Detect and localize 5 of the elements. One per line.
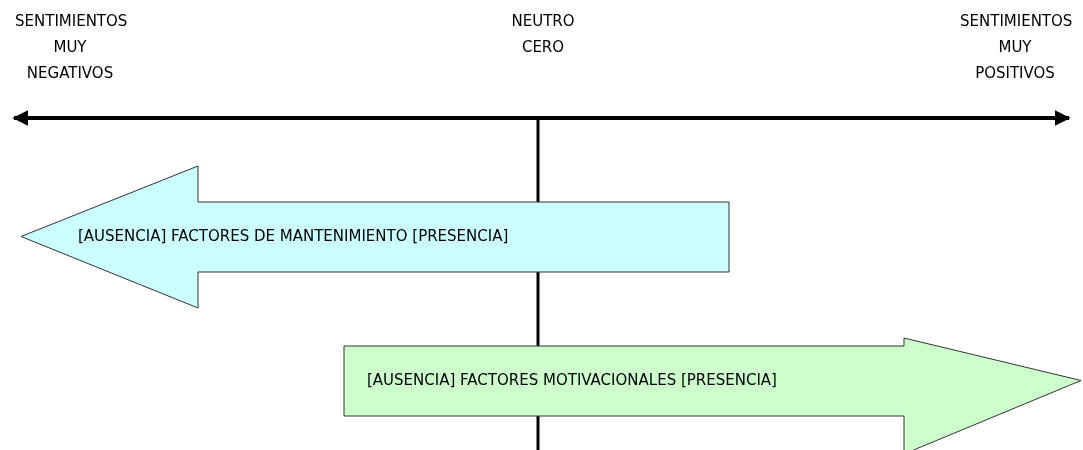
- axis-label: SENTIMIENTOS MUY POSITIVOS: [960, 11, 1070, 84]
- arrow-label: [AUSENCIA] FACTORES MOTIVACIONALES [PRESENCIA]: [367, 371, 777, 389]
- axis-label: SENTIMIENTOS MUY NEGATIVOS: [15, 11, 125, 84]
- arrow-label: [AUSENCIA] FACTORES DE MANTENIMIENTO [PRESENCIA]: [78, 227, 509, 245]
- axis-label: NEUTRO CERO: [510, 11, 576, 58]
